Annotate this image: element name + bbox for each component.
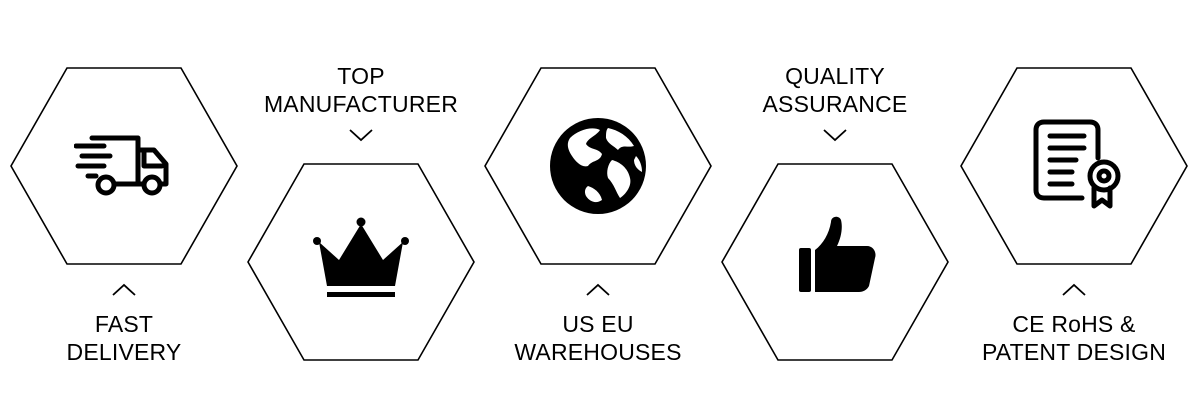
feature-label: US EU WAREHOUSES	[514, 311, 682, 365]
thumbs-up-icon	[785, 212, 885, 312]
feature-fast-delivery: FAST DELIVERY	[4, 0, 244, 408]
hexagon-frame	[10, 67, 238, 265]
feature-label: TOP MANUFACTURER	[263, 63, 459, 117]
chevron-up-icon	[586, 283, 610, 296]
hexagon-frame	[960, 67, 1188, 265]
chevron-down-icon	[349, 129, 373, 142]
crown-icon	[311, 212, 411, 312]
hexagon-frame	[247, 163, 475, 361]
feature-top-manufacturer: TOP MANUFACTURER	[241, 0, 481, 408]
feature-label: QUALITY ASSURANCE	[762, 63, 908, 117]
globe-icon	[548, 116, 648, 216]
feature-label: CE RoHS & PATENT DESIGN	[981, 311, 1167, 365]
feature-ce-rohs-patent: CE RoHS & PATENT DESIGN	[954, 0, 1194, 408]
feature-label: FAST DELIVERY	[66, 311, 182, 365]
feature-us-eu-warehouses: US EU WAREHOUSES	[478, 0, 718, 408]
hexagon-frame	[721, 163, 949, 361]
chevron-up-icon	[1062, 283, 1086, 296]
certificate-icon	[1024, 116, 1124, 216]
delivery-truck-icon	[73, 116, 174, 216]
chevron-down-icon	[823, 129, 847, 142]
feature-quality-assurance: QUALITY ASSURANCE	[715, 0, 955, 408]
chevron-up-icon	[112, 283, 136, 296]
hexagon-frame	[484, 67, 712, 265]
